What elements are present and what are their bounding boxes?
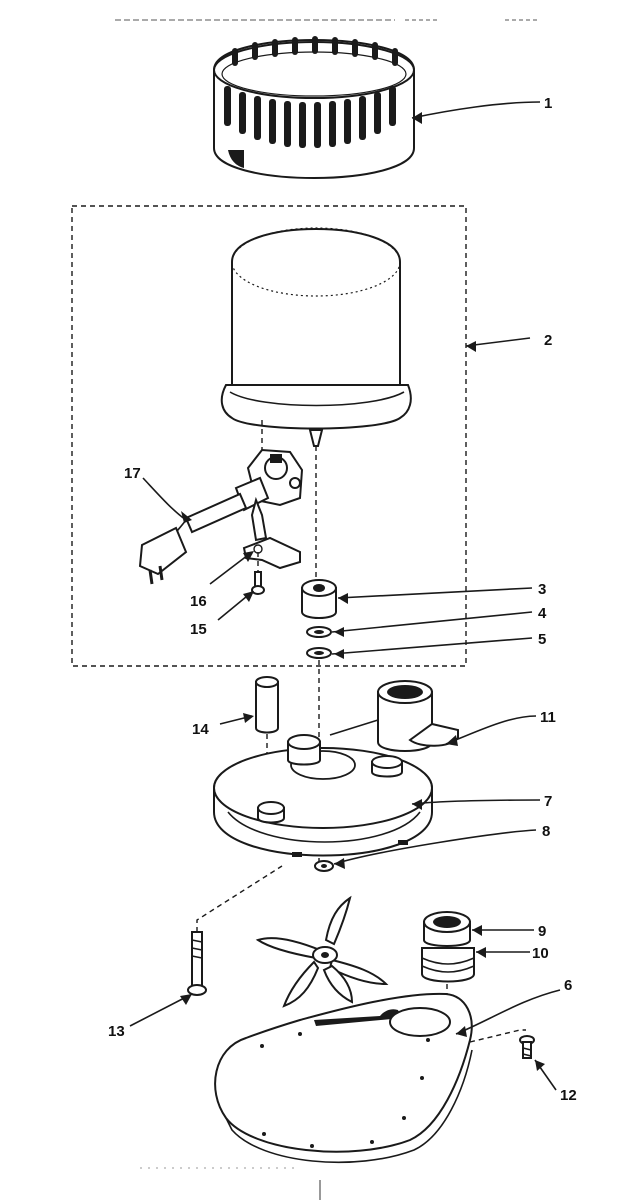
callout-12: 12: [560, 1087, 577, 1104]
callout-1: 1: [544, 95, 552, 112]
leader-4: [331, 611, 533, 633]
callout-labels: 1 2 3 4 5 6 7 8 9 10 11 12 13 14 15 16 1…: [108, 95, 577, 1104]
part-15-screw: [251, 571, 265, 595]
motor-housing: [220, 227, 412, 585]
part-12-screw: [519, 1035, 535, 1059]
callout-3: 3: [538, 581, 546, 598]
part-16-bracket: [242, 536, 301, 572]
callout-15: 15: [190, 621, 207, 638]
callout-5: 5: [538, 631, 546, 648]
part-9-seal: [423, 911, 471, 947]
callout-14: 14: [192, 721, 209, 738]
leader-13: [129, 993, 193, 1027]
leader-3: [337, 587, 533, 599]
leader-1: [411, 101, 541, 119]
callout-6: 6: [564, 977, 572, 994]
leader-2: [465, 337, 531, 347]
callout-7: 7: [544, 793, 552, 810]
part-4-washer: [306, 626, 332, 638]
callout-13: 13: [108, 1023, 125, 1040]
leader-7: [411, 799, 541, 805]
leader-17: [142, 477, 187, 521]
callout-11: 11: [540, 709, 556, 726]
part-7-nut: [314, 860, 334, 872]
leader-8: [333, 829, 537, 865]
part-11-pump-housing: [213, 680, 459, 857]
callout-2: 2: [544, 332, 552, 349]
part-6-base-plate: [214, 992, 526, 1164]
part-17-power-cord-and-switch: [138, 448, 304, 585]
leader-11: [445, 715, 537, 745]
leader-5: [331, 637, 533, 655]
leader-16: [209, 551, 253, 585]
callout-17: 17: [124, 465, 141, 482]
part-14-spacer: [255, 676, 279, 770]
scan-artifact-bottom: [140, 1167, 321, 1200]
part-5-washer: [306, 647, 332, 659]
guard-ring-slots: [224, 36, 398, 148]
leader-lines: [129, 101, 561, 1091]
callout-10: 10: [532, 945, 549, 962]
part-2-motor-assembly-boundary: [71, 205, 467, 667]
callout-8: 8: [542, 823, 550, 840]
leader-6: [455, 989, 561, 1035]
part-1-slotted-guard-ring: [213, 36, 415, 179]
part-13-screw: [187, 865, 283, 996]
part-3-bearing: [301, 579, 337, 619]
callout-4: 4: [538, 605, 547, 622]
callout-16: 16: [190, 593, 207, 610]
callout-9: 9: [538, 923, 546, 940]
part-8-impeller: [255, 895, 389, 1008]
